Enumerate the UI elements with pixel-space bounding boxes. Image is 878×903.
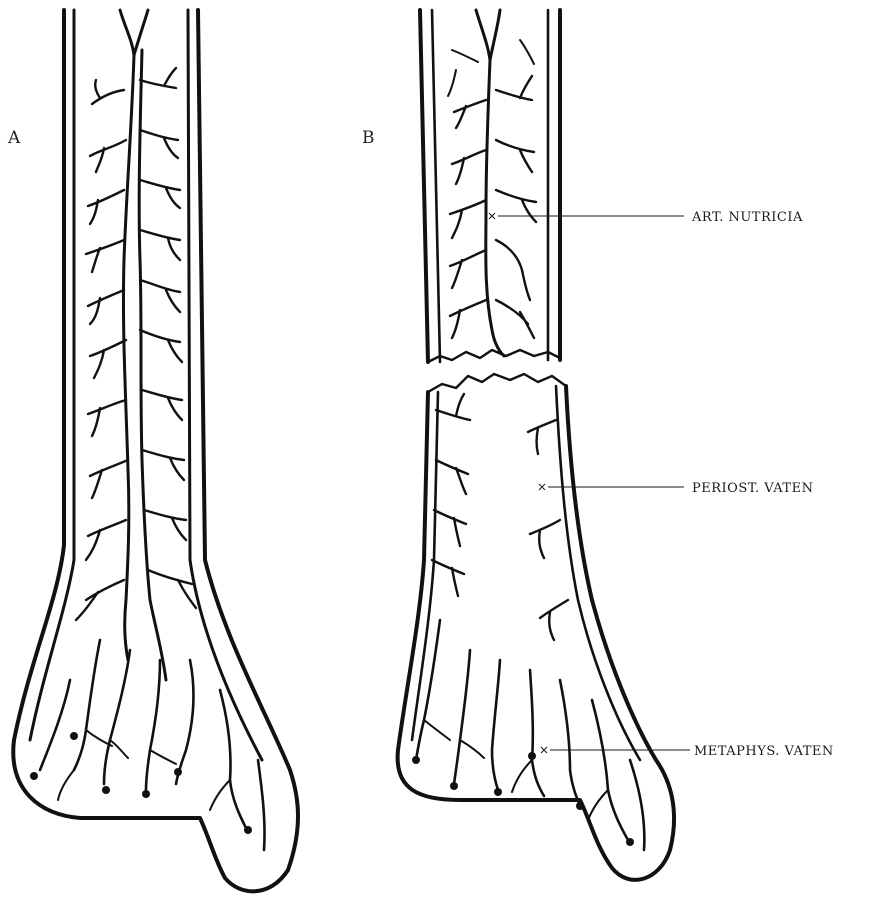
- metaphyseal-vessels-marker: [541, 747, 547, 753]
- panel-b: B: [362, 10, 834, 880]
- panel-a: A: [7, 10, 298, 891]
- panel-b-lower-fracture-line: [428, 374, 566, 392]
- panel-b-lower-vessels: [416, 394, 644, 850]
- callout-metaphyseal-vessels: METAPHYS. VATEN: [541, 744, 834, 759]
- panel-a-cortex-inner-left: [30, 10, 74, 740]
- callout-periosteal-vessels: PERIOST. VATEN: [539, 481, 813, 496]
- panel-b-label: B: [362, 128, 375, 148]
- panel-b-upper-fracture-line: [428, 350, 560, 362]
- metaphyseal-vessels-label: METAPHYS. VATEN: [694, 744, 834, 759]
- panel-b-upper-vessels: [448, 10, 536, 356]
- periosteal-vessels-label: PERIOST. VATEN: [692, 481, 813, 496]
- nutrient-artery-marker: [489, 213, 495, 219]
- panel-b-lower-cortex-inner: [412, 386, 640, 760]
- panel-a-cortex-outer: [13, 10, 298, 891]
- panel-a-label: A: [7, 128, 21, 148]
- nutrient-artery-label: ART. NUTRICIA: [691, 210, 803, 225]
- periosteal-vessels-marker: [539, 484, 545, 490]
